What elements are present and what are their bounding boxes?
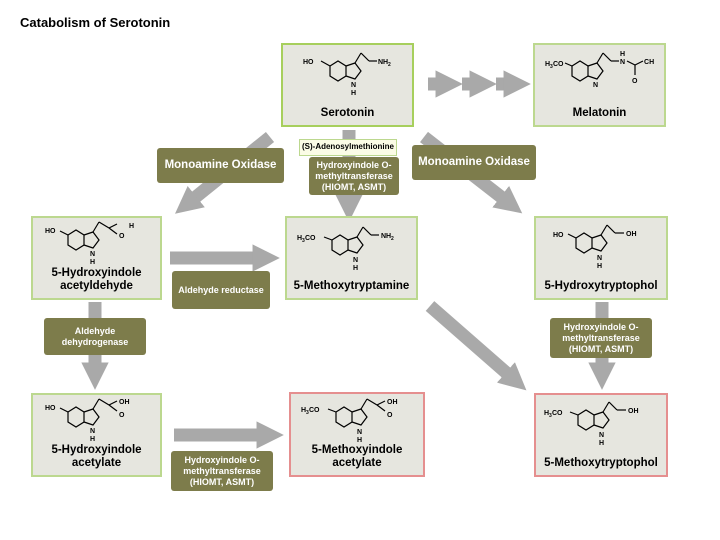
serotonin-amine: NH	[378, 59, 388, 66]
mtol-n: N	[599, 432, 604, 439]
methoxyindole-acetylate-label: 5-Methoxyindole acetylate	[311, 444, 403, 469]
serotonin-ho: HO	[303, 59, 314, 66]
aldehyde-nh-h: H	[90, 259, 95, 266]
mtam-h3-sub: 3	[302, 238, 305, 244]
enzyme-aldehyde-reductase: Aldehyde reductase	[172, 271, 270, 309]
hia-n: N	[90, 428, 95, 435]
hydroxyindole-acetyldehyde-box: HO O H N H 5-Hydroxyindole acetyldehyde	[31, 216, 162, 300]
enzyme-aldehyde-dehydrogenase: Aldehyde dehydrogenase	[44, 318, 146, 355]
hydroxyindole-acetylate-structure: HO OH O N H	[45, 398, 130, 443]
melatonin-ch3: CH	[644, 59, 654, 66]
enzyme-hiomt-right: Hydroxyindole O-methyltransferase (HIOMT…	[550, 318, 652, 358]
melatonin-amide-n: N	[620, 59, 625, 66]
serotonin-h: H	[351, 90, 356, 97]
melatonin-label: Melatonin	[572, 107, 627, 119]
hydroxytryptophol-label: 5-Hydroxytryptophol	[544, 280, 658, 292]
hia-oh: OH	[119, 399, 130, 406]
methoxyindole-acetylate-box: H 3 CO OH O N H 5-Methoxyindole acetylat…	[289, 392, 425, 477]
mtam-co: CO	[305, 235, 316, 242]
melatonin-amide-h: H	[620, 51, 625, 58]
mia-h3-sub: 3	[306, 410, 309, 416]
serotonin-box: HO NH 2 N H Serotonin	[281, 43, 414, 127]
melatonin-structure: H 3 CO N H O CH N	[545, 51, 654, 89]
enzyme-monoamine-oxidase-right: Monoamine Oxidase	[412, 145, 536, 180]
mtol-oh: OH	[628, 408, 639, 415]
hydroxytryptophol-box: HO OH N H 5-Hydroxytryptophol	[534, 216, 668, 300]
mtol-h3-sub: 3	[549, 413, 552, 419]
hydroxyindole-acetylate-box: HO OH O N H 5-Hydroxyindole acetylate	[31, 393, 162, 477]
melatonin-box: H 3 CO N H O CH N Melatonin	[533, 43, 666, 127]
mtam-amine: NH	[381, 233, 391, 240]
mtol-h: H	[599, 440, 604, 447]
aldehyde-h: H	[129, 223, 134, 230]
htol-n: N	[597, 255, 602, 262]
mtol-co: CO	[552, 410, 563, 417]
htol-h: H	[597, 263, 602, 270]
methoxytryptamine-box: H 3 CO NH 2 N H 5-Methoxytryptamine	[285, 216, 418, 300]
mia-h: H	[357, 437, 362, 444]
enzyme-hiomt-center: Hydroxyindole O-methyltransferase (HIOMT…	[309, 157, 399, 195]
melatonin-h3-sub: 3	[550, 64, 553, 70]
mia-o: O	[387, 412, 393, 419]
cofactor-adenosylmethionine: (S)-Adenosylmethionine	[299, 139, 397, 156]
mtam-amine-sub: 2	[391, 236, 394, 242]
mtam-h: H	[353, 265, 358, 272]
enzyme-hiomt-bottom: Hydroxyindole O-methyltransferase (HIOMT…	[171, 451, 273, 491]
mia-h3: H	[301, 407, 306, 414]
melatonin-ring-nh: N	[593, 82, 598, 89]
aldehyde-o: O	[119, 233, 125, 240]
mia-oh: OH	[387, 399, 398, 406]
aldehyde-n: N	[90, 251, 95, 258]
htol-ho: HO	[553, 232, 564, 239]
melatonin-o: O	[632, 78, 638, 85]
methoxyindole-acetylate-structure: H 3 CO OH O N H	[301, 398, 398, 444]
methoxytryptophol-structure: H 3 CO OH N H	[544, 401, 639, 447]
melatonin-h3: H	[545, 61, 550, 68]
methoxytryptophol-box: H 3 CO OH N H 5-Methoxytryptophol	[534, 393, 668, 477]
serotonin-label: Serotonin	[320, 107, 375, 119]
serotonin-n: N	[351, 82, 356, 89]
hydroxytryptophol-structure: HO OH N H	[553, 224, 637, 270]
methoxytryptamine-label: 5-Methoxytryptamine	[293, 280, 410, 292]
hydroxyindole-acetyldehyde-structure: HO O H N H	[45, 221, 134, 266]
mtam-h3: H	[297, 235, 302, 242]
enzyme-monoamine-oxidase-left: Monoamine Oxidase	[157, 148, 284, 183]
melatonin-co: CO	[553, 61, 564, 68]
aldehyde-ho: HO	[45, 228, 56, 235]
serotonin-amine-sub: 2	[388, 62, 391, 68]
hia-ho: HO	[45, 405, 56, 412]
mia-co: CO	[309, 407, 320, 414]
hia-h: H	[90, 436, 95, 443]
hia-o: O	[119, 412, 125, 419]
methoxytryptophol-label: 5-Methoxytryptophol	[544, 457, 658, 469]
serotonin-structure: HO NH 2 N H	[303, 52, 391, 97]
mtol-h3: H	[544, 410, 549, 417]
hydroxyindole-acetylate-label: 5-Hydroxyindole acetylate	[51, 444, 142, 469]
htol-oh: OH	[626, 231, 637, 238]
methoxytryptamine-structure: H 3 CO NH 2 N H	[297, 226, 394, 272]
page-title: Catabolism of Serotonin	[20, 15, 171, 30]
mia-n: N	[357, 429, 362, 436]
hydroxyindole-acetyldehyde-label: 5-Hydroxyindole acetyldehyde	[51, 267, 142, 292]
arrow-methoxytryptamine-to-methoxytryptophol	[425, 301, 527, 391]
mtam-n: N	[353, 257, 358, 264]
